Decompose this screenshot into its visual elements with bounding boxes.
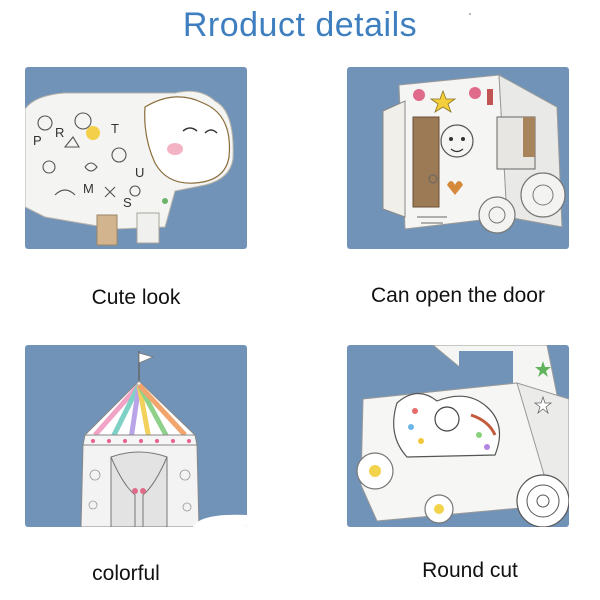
decorative-dot (469, 13, 471, 15)
page-title: Rroduct details (182, 6, 418, 44)
svg-text:T: T (111, 121, 119, 136)
feature-image-circus-tent (25, 345, 247, 527)
svg-text:S: S (123, 195, 132, 210)
feature-caption: Cute look (91, 286, 181, 309)
svg-text:U: U (135, 165, 144, 180)
svg-text:R: R (55, 125, 64, 140)
feature-image-car (347, 345, 569, 527)
feature-caption: Round cut (422, 559, 518, 582)
feature-caption: colorful (92, 562, 160, 585)
svg-text:M: M (83, 181, 94, 196)
feature-caption: Can open the door (371, 284, 545, 307)
svg-text:P: P (33, 133, 42, 148)
feature-image-train-house (347, 67, 569, 249)
